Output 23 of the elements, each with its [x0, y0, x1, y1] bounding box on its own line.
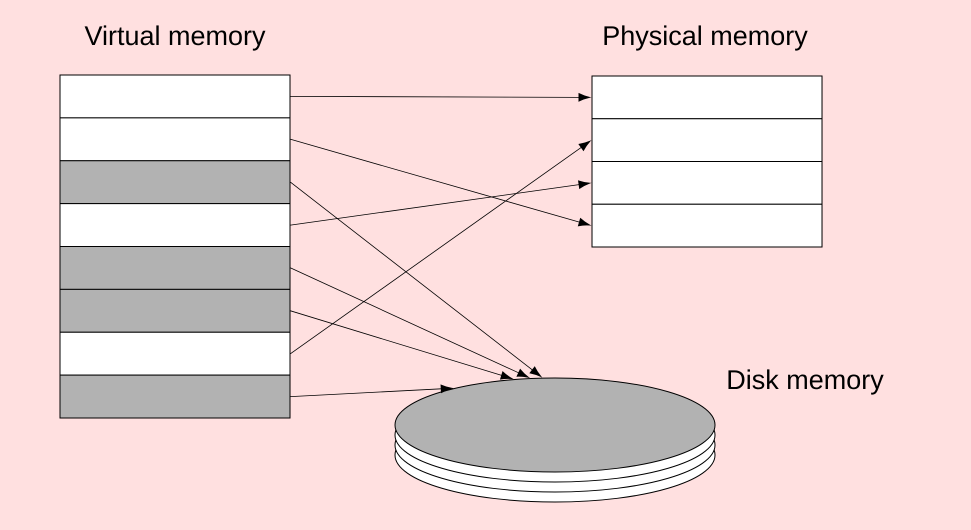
memory-page [592, 204, 823, 248]
memory-page [60, 374, 290, 419]
arrow [290, 140, 590, 354]
arrow [290, 93, 590, 102]
heading: Physical memory [604, 25, 808, 51]
memory-page [60, 117, 290, 162]
memory-page [592, 161, 823, 205]
arrow [290, 182, 542, 377]
heading: Virtual memory [84, 25, 266, 51]
arrow [290, 138, 590, 226]
arrow [290, 268, 529, 378]
arrow [290, 384, 452, 397]
memory-page [60, 246, 290, 290]
arrow [290, 310, 512, 380]
memory-page [60, 160, 290, 204]
heading: Disk memory [728, 369, 884, 395]
memory-page [60, 288, 290, 333]
memory-page [60, 74, 290, 118]
memory-page [592, 118, 823, 162]
memory-page [60, 203, 290, 248]
memory-page [592, 76, 823, 120]
memory-page [60, 332, 290, 376]
arrow [290, 180, 590, 226]
